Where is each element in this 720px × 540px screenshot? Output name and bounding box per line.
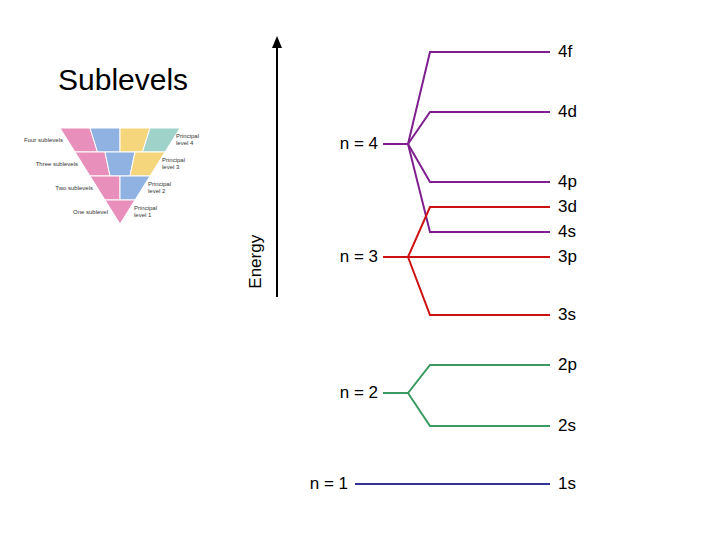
level-line [408, 144, 550, 182]
pyramid-note: Principal level 2 [148, 181, 178, 195]
sublevel-pyramid [60, 128, 180, 224]
sublevel-name: 3d [558, 197, 577, 217]
axis-line [276, 46, 278, 297]
n4-levels [383, 52, 550, 232]
sublevel-name: 4s [558, 222, 576, 242]
level-name: n = 4 [340, 134, 378, 154]
pyramid-cell [143, 128, 181, 152]
level-line [383, 207, 550, 257]
level-line [408, 112, 550, 144]
level-line [383, 365, 550, 393]
sublevel-name: 1s [558, 474, 576, 494]
level-line [383, 52, 550, 144]
level-line [408, 393, 550, 426]
energy-axis [272, 36, 282, 297]
n2-levels [383, 365, 550, 426]
pyramid-cell [120, 176, 150, 200]
pyramid-cell [75, 152, 110, 176]
level-name: n = 1 [310, 474, 348, 494]
level-line [408, 256, 550, 258]
sublevel-name: 4f [558, 42, 572, 62]
level-line [408, 144, 550, 232]
pyramid-note: Three sublevels [36, 161, 78, 168]
n3-levels [383, 207, 550, 315]
sublevel-name: 2p [558, 355, 577, 375]
pyramid-cell [90, 176, 120, 200]
pyramid-note: Principal level 1 [134, 205, 164, 219]
pyramid-note: Principal level 4 [176, 133, 206, 147]
axis-label: Energy [246, 235, 266, 289]
sublevel-name: 4p [558, 172, 577, 192]
level-line [408, 257, 550, 315]
level-name: n = 3 [340, 247, 378, 267]
level-line [355, 483, 550, 485]
n1-level [355, 483, 550, 485]
pyramid-note: Two sublevels [55, 185, 93, 192]
pyramid-note: Principal level 3 [162, 157, 192, 171]
pyramid-cell [90, 128, 120, 152]
pyramid-cell [130, 152, 165, 176]
axis-arrowhead [272, 36, 282, 48]
sublevel-name: 3p [558, 247, 577, 267]
level-name: n = 2 [340, 383, 378, 403]
diagram-title: Sublevels [58, 63, 188, 98]
pyramid-note: One sublevel [73, 209, 108, 216]
pyramid-note: Four sublevels [24, 137, 63, 144]
sublevel-name: 4d [558, 102, 577, 122]
sublevel-name: 2s [558, 416, 576, 436]
sublevel-name: 3s [558, 305, 576, 325]
pyramid-cell [105, 200, 135, 224]
